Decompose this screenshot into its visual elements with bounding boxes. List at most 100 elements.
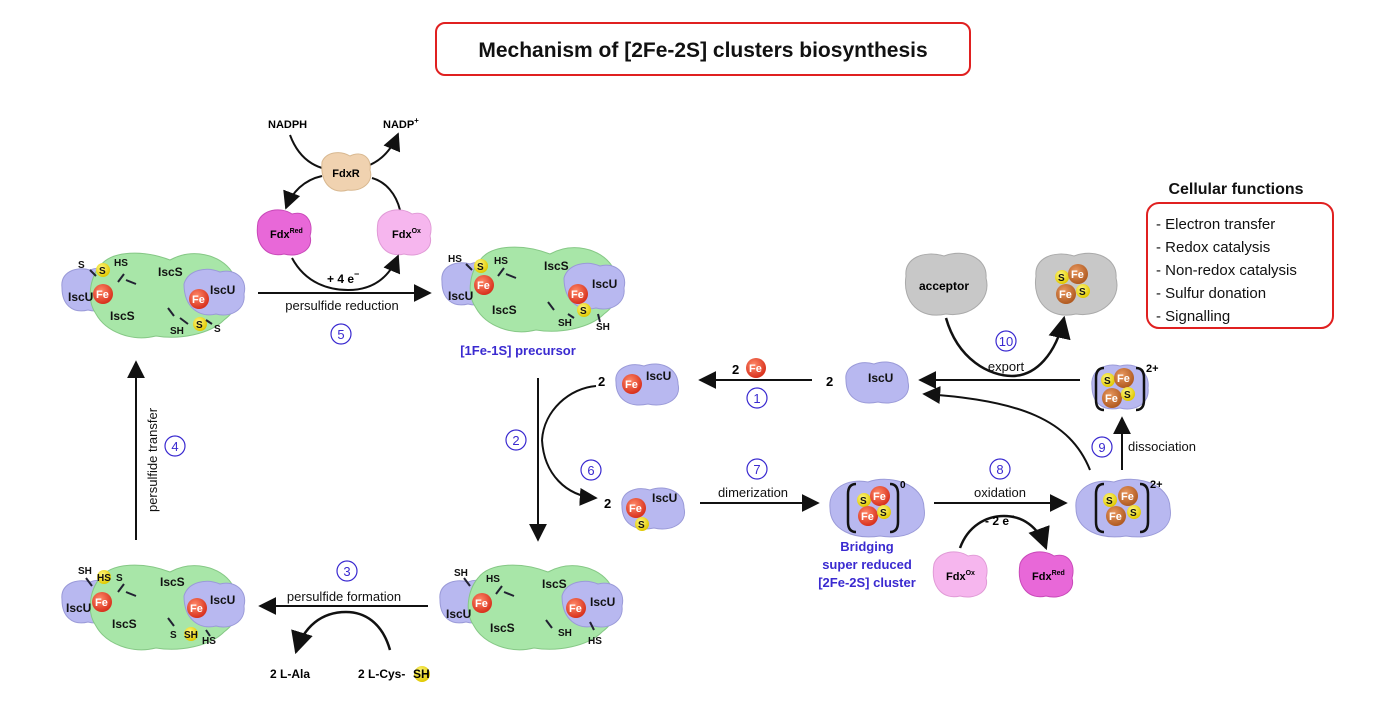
svg-text:IscU: IscU [868,371,893,385]
svg-text:Fe: Fe [1109,511,1122,523]
svg-text:S: S [170,630,177,641]
step-number: 5 [337,327,344,342]
svg-text:S: S [116,573,123,584]
step-number: 8 [996,462,1003,477]
svg-text:SH: SH [558,318,572,329]
step-number: 4 [171,439,178,454]
svg-text:Fe: Fe [861,511,874,523]
iscs-iscu-complex-iron-loaded: IscU IscS IscS IscU Fe Fe SH HS SH HS [439,564,624,651]
iscu-dimer-super-reduced: S Fe Fe S 0 [829,478,925,538]
svg-text:HS: HS [494,256,508,267]
svg-text:S: S [1079,287,1086,298]
free-2fe-2s-cluster: S Fe Fe S 2+ [1091,363,1159,412]
svg-text:SH: SH [454,568,468,579]
iscs-iscu-complex-persulfide-formed: IscU IscS IscS IscU Fe Fe HS SH SH S S H… [61,564,246,651]
nadp-label: NADP+ [383,116,419,131]
iscu-fe-s: Fe S IscU [621,487,686,531]
svg-text:S: S [1058,273,1065,284]
l-ala-label: 2 L-Ala [270,667,310,681]
svg-text:Fe: Fe [629,503,642,515]
precursor-label: [1Fe-1S] precursor [460,343,576,358]
step5-label: persulfide reduction [285,298,398,313]
svg-text:2: 2 [604,496,611,511]
step-number: 2 [512,433,519,448]
step-number-badge [330,323,352,345]
step-number: 10 [999,334,1013,349]
svg-text:IscS: IscS [160,575,185,589]
page-title: Mechanism of [2Fe-2S] clusters biosynthe… [478,39,927,62]
svg-text:SH: SH [78,566,92,577]
svg-text:Fe: Fe [569,603,582,615]
iscu-apo: IscU [845,361,910,404]
svg-text:S: S [1104,376,1111,387]
step10-label: export [988,359,1025,374]
svg-text:Fe: Fe [749,363,762,375]
function-item: - Electron transfer [1156,216,1275,233]
svg-text:S: S [880,508,887,519]
svg-text:S: S [214,324,221,335]
svg-text:Fe: Fe [571,289,584,301]
svg-text:IscU: IscU [210,283,235,297]
svg-text:Fe: Fe [1121,491,1134,503]
fdx-red-blob [1018,551,1074,598]
svg-text:Fe: Fe [95,597,108,609]
svg-text:HS: HS [588,636,602,647]
svg-text:IscU: IscU [592,277,617,291]
fdxr-label: FdxR [332,168,360,180]
step4-label: persulfide transfer [145,407,160,512]
bridging-label-1: Bridging [840,539,893,554]
step2-branch-arrow-down [541,439,598,506]
svg-text:IscS: IscS [542,577,567,591]
function-item: - Non-redox catalysis [1156,262,1297,279]
svg-text:2: 2 [598,374,605,389]
svg-text:Fe: Fe [1059,289,1072,301]
function-item: - Signalling [1156,308,1230,325]
step-number: 6 [587,463,594,478]
acceptor-blob [904,252,988,316]
fe-atom [189,289,209,309]
svg-text:S: S [1106,496,1113,507]
acceptor-label: acceptor [919,279,969,293]
minus-2e-label: - 2 e− [985,511,1014,528]
svg-text:Fe: Fe [625,379,638,391]
sulfur-atom [193,317,207,331]
step8-label: oxidation [974,485,1026,500]
svg-text:S: S [860,496,867,507]
bridging-label-3: [2Fe-2S] cluster [818,575,916,590]
l-cys-sh-label: SH [413,667,430,681]
electron-arc [291,254,401,292]
title-box [435,22,971,76]
svg-text:Fe: Fe [477,280,490,292]
svg-text:0: 0 [900,480,906,491]
svg-text:IscS: IscS [110,309,135,323]
holo-acceptor-blob [1034,252,1118,316]
svg-text:Fe: Fe [1105,393,1118,405]
svg-text:IscU: IscU [448,289,473,303]
cysteine-arc [291,610,392,655]
step9-label: dissociation [1128,439,1196,454]
svg-text:IscS: IscS [492,303,517,317]
step3-label: persulfide formation [287,589,401,604]
svg-text:IscU: IscU [646,369,671,383]
step-number: 7 [753,462,760,477]
fdx-red-label: FdxRed [1032,570,1065,583]
svg-text:Fe: Fe [1071,269,1084,281]
svg-text:2: 2 [826,374,833,389]
svg-text:IscS: IscS [544,259,569,273]
svg-text:HS: HS [448,254,462,265]
acceptor-cluster: S Fe Fe S [1055,264,1090,304]
svg-text:IscU: IscU [652,491,677,505]
nadph-label: NADPH [268,119,307,131]
iscs-iscu-complex-precursor: IscU IscS IscS IscU Fe S Fe S HS HS SH S… [441,246,626,333]
svg-text:S: S [580,306,587,317]
fdx-ox-label: FdxOx [392,228,421,241]
svg-text:IscU: IscU [446,607,471,621]
svg-text:2+: 2+ [1146,363,1159,375]
svg-text:SH: SH [184,630,198,641]
svg-text:HS: HS [114,258,128,269]
step7-label: dimerization [718,485,788,500]
step-number: 9 [1098,440,1105,455]
svg-text:SH: SH [596,322,610,333]
function-item: - Redox catalysis [1156,239,1270,256]
